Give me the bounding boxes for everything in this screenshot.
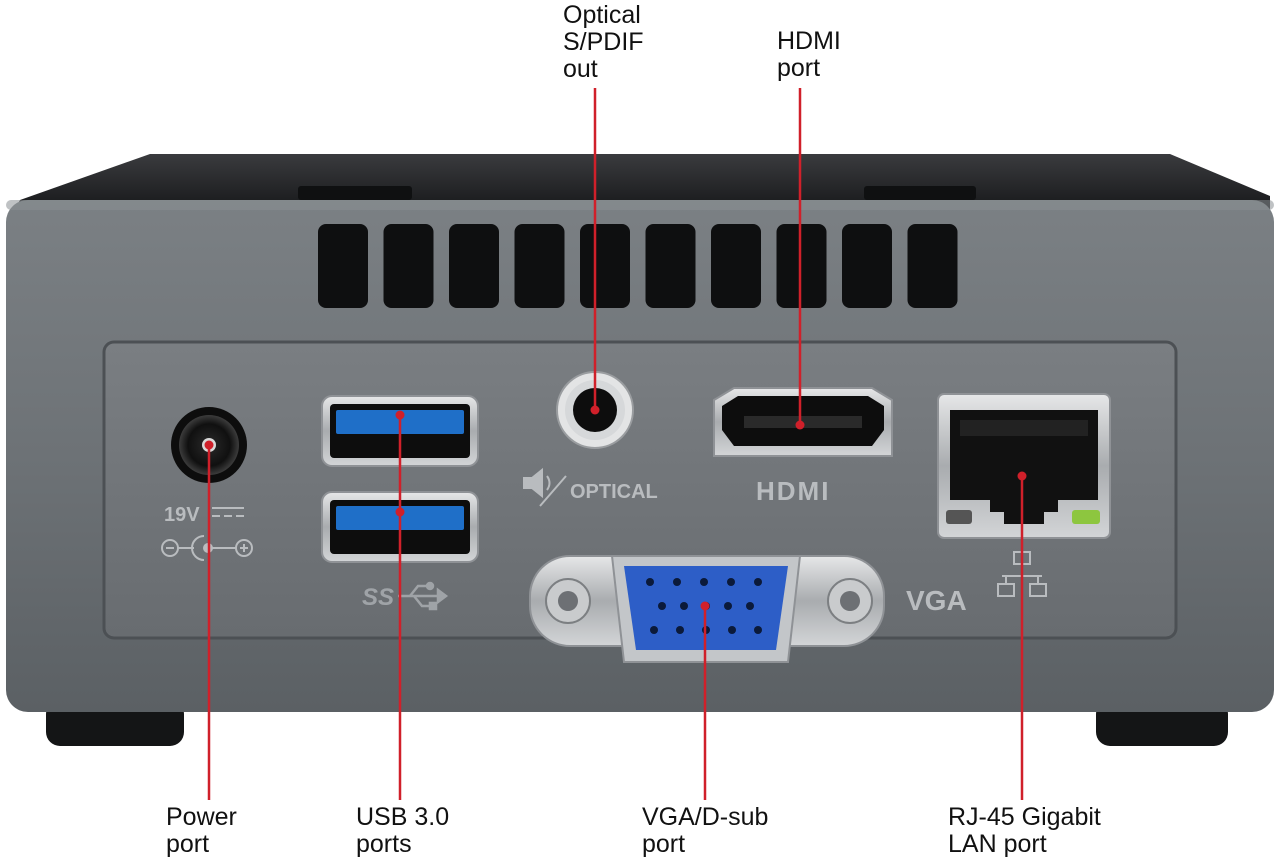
lan-port	[937, 393, 1111, 539]
speaker-icon	[523, 467, 567, 507]
usb-logo: SS	[362, 584, 394, 611]
vga-pin	[746, 602, 754, 610]
leader-lines	[207, 88, 1024, 800]
lid-tab-right	[864, 186, 976, 200]
callout-hdmi: HDMI port	[777, 28, 841, 82]
power-rating: 19V	[164, 504, 200, 526]
vent-slot	[907, 224, 958, 308]
leader-dots	[204, 405, 1027, 611]
vga-pin	[728, 626, 736, 634]
callout-power-line2: port	[166, 830, 210, 858]
callout-optical: Optical S/PDIF out	[563, 2, 644, 83]
vga-pin	[680, 602, 688, 610]
vent-slot	[842, 224, 892, 308]
vga-pin	[754, 578, 762, 586]
callout-usb-line1: USB 3.0	[356, 803, 450, 831]
vent-slot	[580, 224, 630, 308]
vent-slot	[449, 224, 499, 308]
vga-pin	[658, 602, 666, 610]
vga-pin	[646, 578, 654, 586]
optical-label: OPTICAL	[570, 481, 658, 503]
vga-label: VGA	[906, 585, 967, 616]
vent-slot	[711, 224, 761, 308]
callout-lan: RJ-45 Gigabit LAN port	[948, 804, 1101, 858]
callout-power: Power port	[166, 804, 237, 858]
callout-optical-line3: out	[563, 55, 598, 83]
callout-vga-line1: VGA/D-sub	[642, 803, 769, 831]
lid-tab-left	[298, 186, 412, 200]
vent-slot	[514, 224, 565, 308]
vga-pin	[724, 602, 732, 610]
callout-power-line1: Power	[166, 803, 237, 831]
vga-pin	[650, 626, 658, 634]
vent-slot	[645, 224, 696, 308]
vga-pin	[676, 626, 684, 634]
vent-slot	[383, 224, 434, 308]
callout-optical-line1: Optical	[563, 1, 641, 29]
callout-vga: VGA/D-sub port	[642, 804, 768, 858]
vent-slot	[776, 224, 827, 308]
vent-slot	[318, 224, 368, 308]
chassis-highlight	[6, 200, 1274, 210]
vga-pin	[673, 578, 681, 586]
vga-pin	[700, 578, 708, 586]
callout-hdmi-line1: HDMI	[777, 27, 841, 55]
callout-lan-line2: LAN port	[948, 830, 1047, 858]
callout-vga-line2: port	[642, 830, 686, 858]
callout-hdmi-line2: port	[777, 54, 821, 82]
vent-grille	[318, 224, 958, 308]
hdmi-label: HDMI	[756, 476, 830, 506]
callout-usb-line2: ports	[356, 830, 412, 858]
vga-pin	[754, 626, 762, 634]
usb-trident-icon	[398, 581, 449, 611]
vga-pin	[727, 578, 735, 586]
callout-optical-line2: S/PDIF	[563, 28, 644, 56]
callout-lan-line1: RJ-45 Gigabit	[948, 803, 1101, 831]
callout-usb: USB 3.0 ports	[356, 804, 449, 858]
